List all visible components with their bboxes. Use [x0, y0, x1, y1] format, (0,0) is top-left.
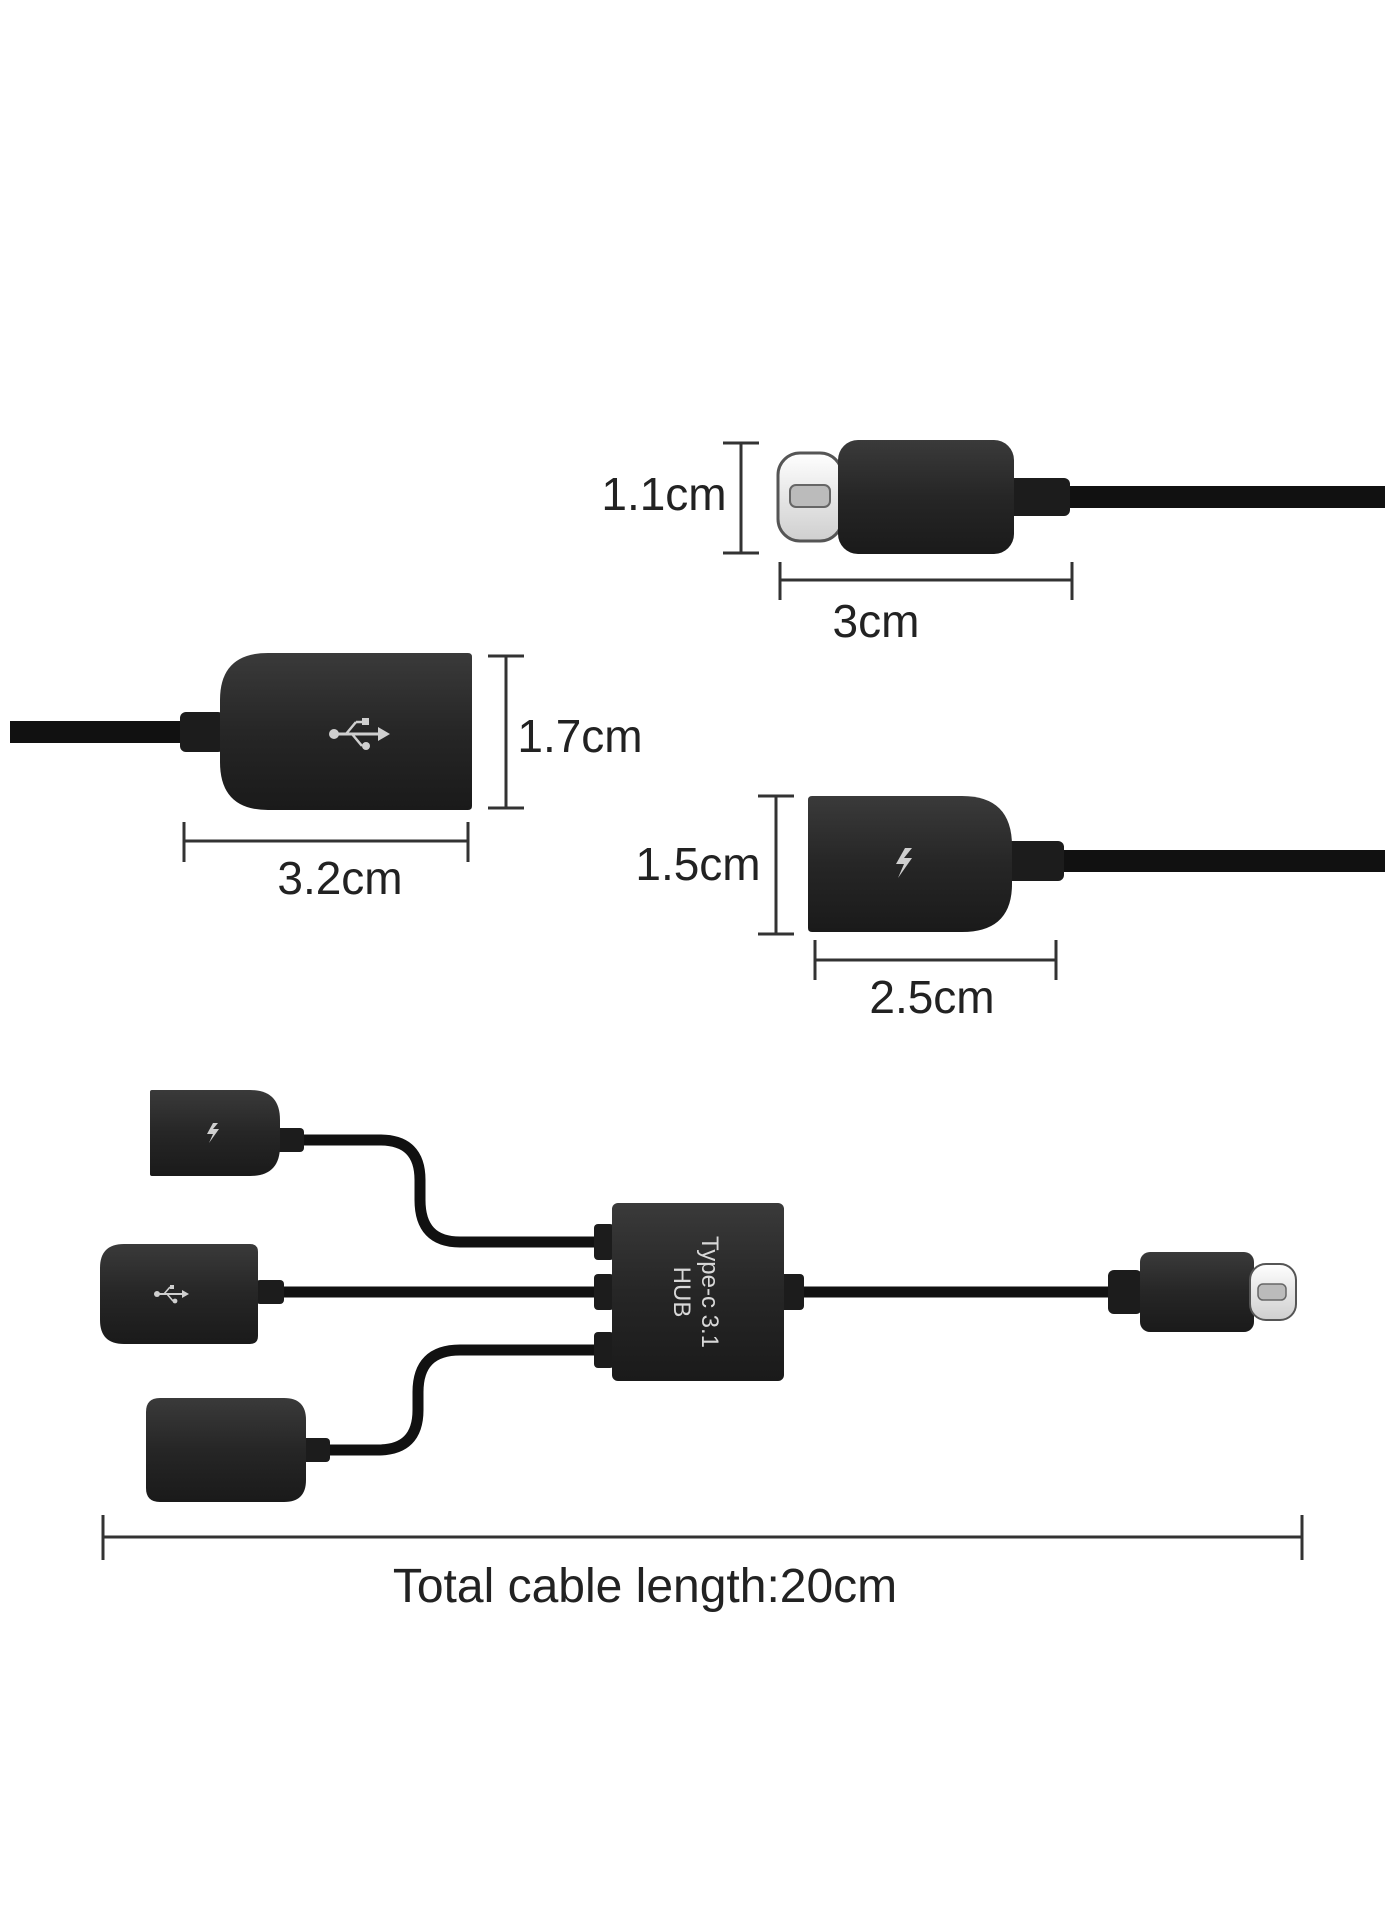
charging-port-body: [808, 796, 1012, 932]
type-c-length-dimension: [778, 562, 1074, 600]
hub-cable-top-branch: [285, 1134, 605, 1248]
usb-a-strain-relief: [180, 712, 224, 752]
usb-a-height-dimension: [488, 654, 524, 810]
lightning-bolt-icon: [896, 848, 912, 878]
usb-icon: [329, 718, 390, 750]
type-c-body: [838, 440, 1014, 554]
total-length-label: Total cable length:20cm: [393, 1560, 897, 1613]
usb-a-female-connector: [10, 653, 472, 810]
type-c-height-dimension: [723, 441, 759, 555]
hub-bottom-usb-a-port: [146, 1398, 306, 1502]
type-c-strain-relief: [1008, 478, 1070, 516]
hub-label-line1: Type-c 3.1: [696, 1236, 723, 1348]
hub-assembly: Type-c 3.1 HUB: [100, 1090, 1297, 1502]
usb-a-length-label: 3.2cm: [277, 852, 402, 904]
charging-port-height-dimension: [758, 794, 794, 936]
usb-a-length-dimension: [182, 822, 470, 862]
hub-cable-bottom-branch: [330, 1344, 605, 1456]
usb-icon: [154, 1285, 189, 1304]
type-c-height-label: 1.1cm: [601, 468, 726, 520]
total-length-dimension: [101, 1515, 1304, 1560]
hub-label-line2: HUB: [668, 1267, 695, 1318]
usb-a-body: [220, 653, 472, 810]
type-c-length-label: 3cm: [833, 595, 920, 647]
hub-body: [612, 1203, 784, 1381]
charging-port-length-label: 2.5cm: [869, 971, 994, 1023]
charging-port-height-label: 1.5cm: [635, 838, 760, 890]
hub-type-c-body: [1140, 1252, 1254, 1332]
charging-port-strain-relief: [1004, 841, 1064, 881]
charging-port-connector: [808, 796, 1385, 932]
usb-a-height-label: 1.7cm: [517, 710, 642, 762]
type-c-plug: [776, 440, 1385, 554]
charging-port-length-dimension: [813, 940, 1058, 980]
lightning-bolt-icon: [207, 1123, 219, 1143]
